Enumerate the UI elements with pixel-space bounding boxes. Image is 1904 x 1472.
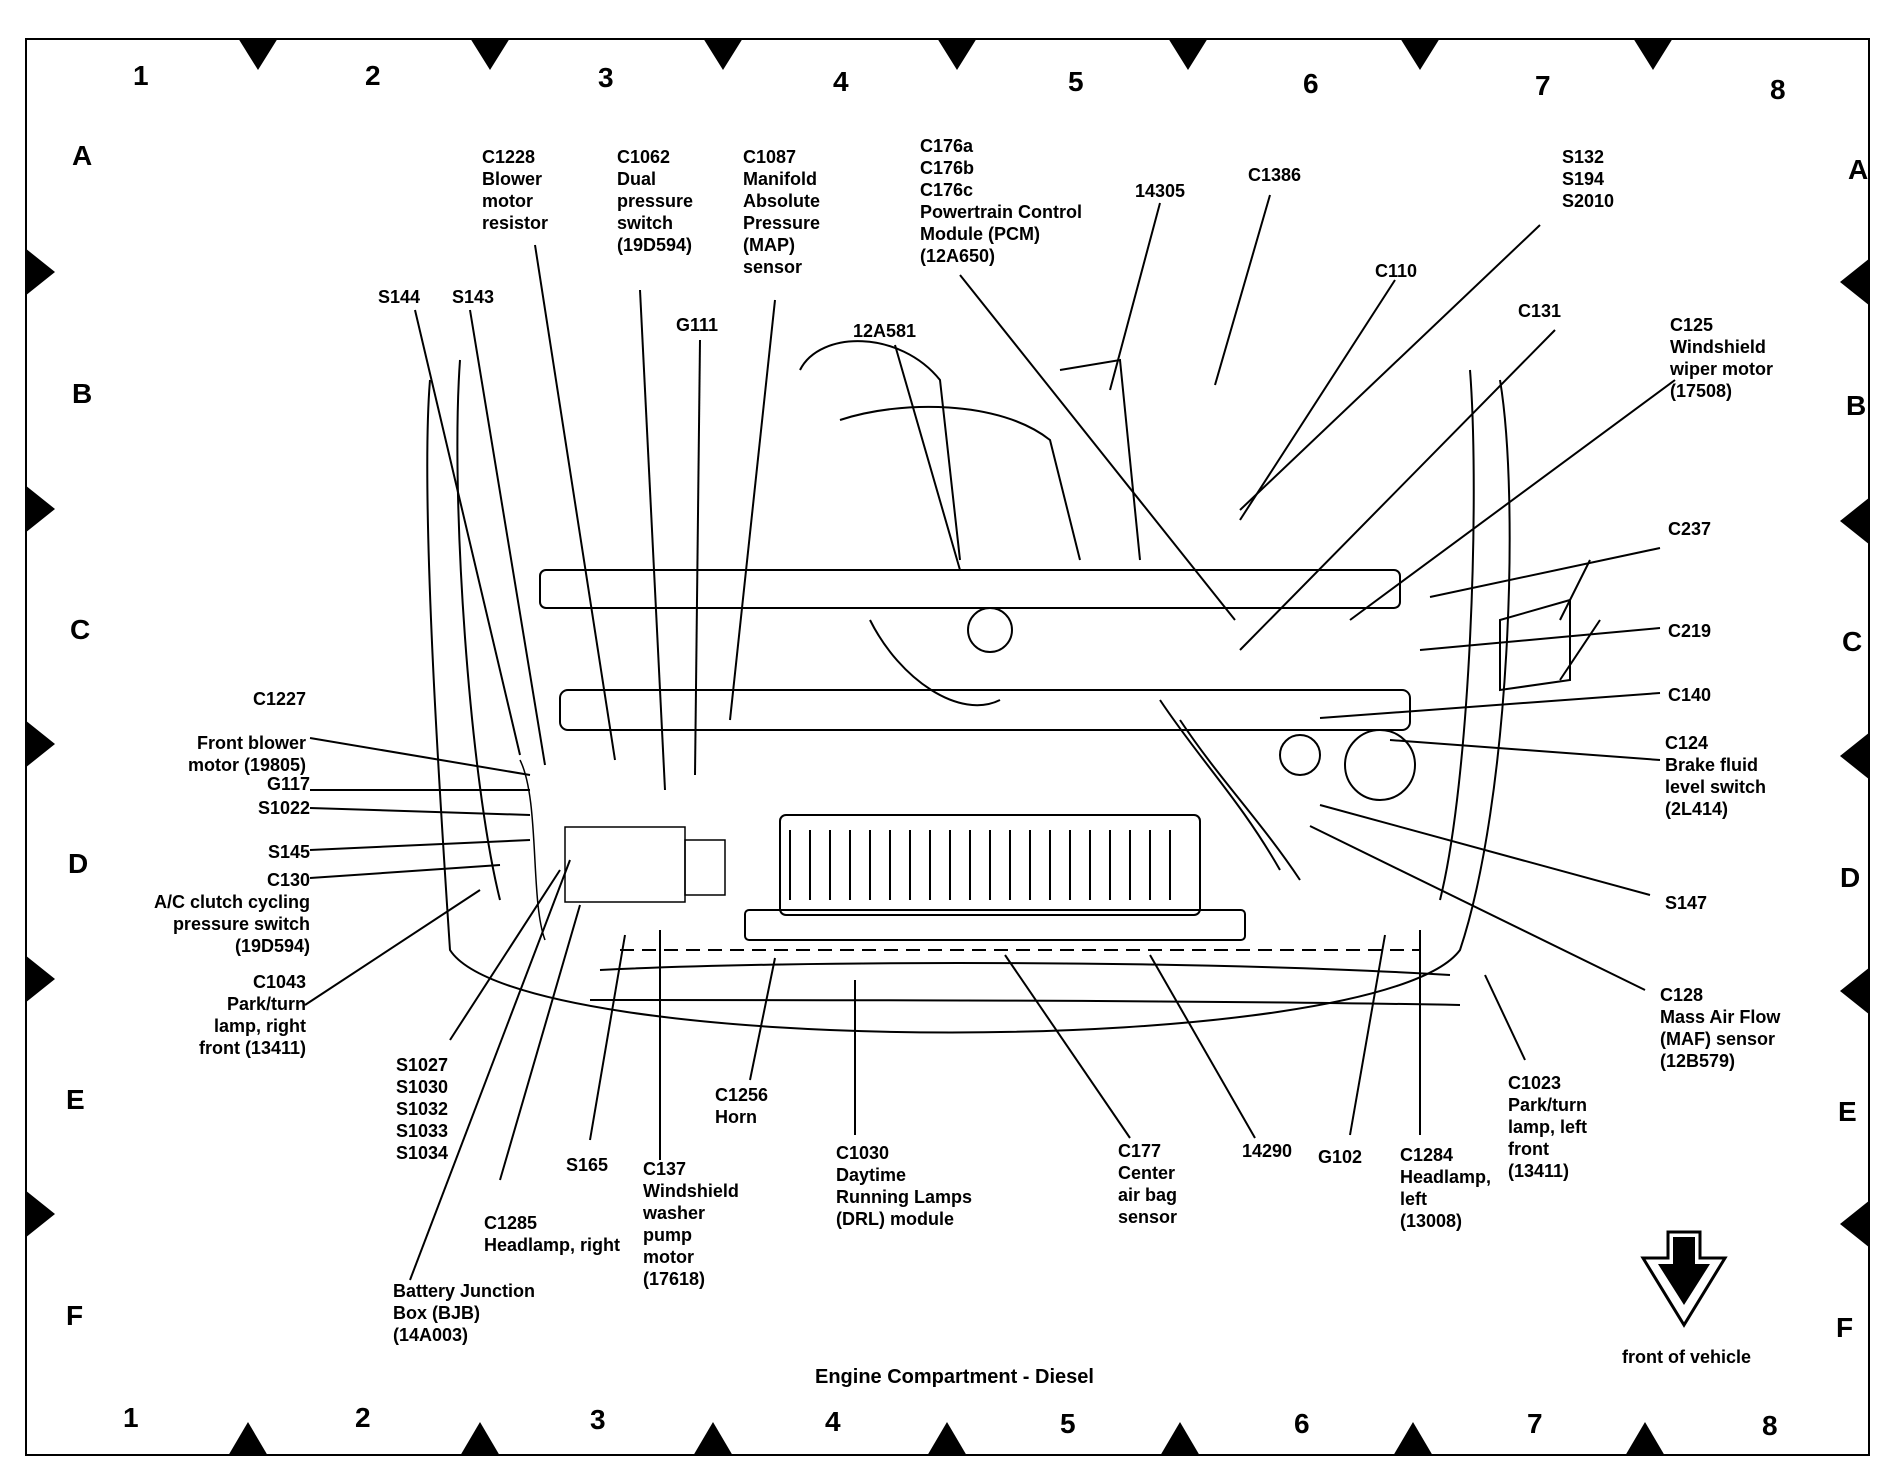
grid-row-left-c: C	[70, 614, 91, 645]
bjb-box	[519, 759, 726, 941]
grid-col-bottom-1: 1	[123, 1402, 139, 1433]
label-s165: S165	[566, 1155, 609, 1175]
grid-row-right-c: C	[1842, 626, 1863, 657]
grid-col-top-3: 3	[598, 62, 614, 93]
grid-row-right-e: E	[1838, 1096, 1857, 1127]
label-14305: 14305	[1135, 181, 1186, 201]
front-of-vehicle-label: front of vehicle	[1622, 1347, 1752, 1367]
label-c1228: C1228 Blower motor resistor	[482, 147, 549, 233]
label-c177: C177 Center air bag sensor	[1118, 1141, 1178, 1227]
grid-row-left-f: F	[66, 1300, 84, 1331]
grid-col-bottom-8: 8	[1762, 1410, 1778, 1441]
label-c1023: C1023 Park/turn lamp, left front (13411)	[1508, 1073, 1588, 1181]
label-c131: C131	[1518, 301, 1562, 321]
grid-col-bottom-6: 6	[1294, 1408, 1310, 1439]
grid-col-bottom-2: 2	[355, 1402, 371, 1433]
label-c137: C137 Windshield washer pump motor (17618…	[643, 1159, 739, 1289]
front-arrow-icon	[1640, 1230, 1728, 1328]
label-s144: S144	[378, 287, 421, 307]
label-s145: S145	[267, 842, 310, 862]
label-c128: C128 Mass Air Flow (MAF) sensor (12B579)	[1660, 985, 1781, 1071]
grid-col-bottom-7: 7	[1527, 1408, 1543, 1439]
label-c1030: C1030 Daytime Running Lamps (DRL) module	[836, 1143, 972, 1229]
grid-col-top-1: 1	[133, 60, 149, 91]
label-12a581: 12A581	[853, 321, 917, 341]
label-g111: G111	[676, 315, 719, 335]
grid-col-top-2: 2	[365, 60, 381, 91]
label-s143: S143	[452, 287, 495, 307]
label-bjb: Battery Junction Box (BJB) (14A003)	[393, 1281, 536, 1345]
leader-lines	[304, 194, 1676, 1281]
label-14290: 14290	[1242, 1141, 1293, 1161]
label-g102: G102	[1318, 1147, 1363, 1167]
grid-row-right-a: A	[1848, 154, 1869, 185]
grid-col-bottom-3: 3	[590, 1404, 606, 1435]
label-c1043: C1043 Park/turn lamp, right front (13411…	[198, 972, 306, 1058]
label-c1285: C1285 Headlamp, right	[484, 1213, 621, 1255]
grid-row-right-b: B	[1846, 390, 1867, 421]
label-c1062: C1062 Dual pressure switch (19D594)	[617, 147, 694, 255]
label-c140: C140	[1668, 685, 1712, 705]
diagram-caption: Engine Compartment - Diesel	[815, 1366, 1094, 1388]
grid-col-bottom-5: 5	[1060, 1408, 1076, 1439]
grid-col-top-5: 5	[1068, 66, 1084, 97]
label-s1022: S1022	[257, 798, 310, 818]
label-s132: S132 S194 S2010	[1562, 147, 1615, 211]
grid-markers	[25, 38, 1870, 1456]
label-s147: S147	[1665, 893, 1708, 913]
grid-row-right-d: D	[1840, 862, 1861, 893]
label-c124: C124 Brake fluid level switch (2L414)	[1665, 733, 1767, 819]
label-c130: C130 A/C clutch cycling pressure switch …	[153, 870, 310, 956]
grid-col-top-7: 7	[1535, 70, 1551, 101]
label-c176-pcm: C176a C176b C176c Powertrain Control Mod…	[920, 136, 1083, 266]
label-c1227: C1227 Front blower motor (19805)	[187, 689, 306, 775]
grid-col-top-6: 6	[1303, 68, 1319, 99]
vehicle-outline	[426, 340, 1601, 1034]
label-c110: C110	[1375, 261, 1418, 281]
label-c237: C237	[1668, 519, 1712, 539]
grid-row-left-e: E	[66, 1084, 85, 1115]
grid-row-left-d: D	[68, 848, 89, 879]
label-c1284: C1284 Headlamp, left (13008)	[1400, 1145, 1492, 1231]
grid-col-bottom-4: 4	[825, 1406, 841, 1437]
label-c1256: C1256 Horn	[715, 1085, 769, 1127]
label-c219: C219	[1668, 621, 1712, 641]
label-s1027-group: S1027 S1030 S1032 S1033 S1034	[396, 1055, 449, 1163]
label-c1386: C1386	[1248, 165, 1302, 185]
label-g117: G117	[266, 774, 310, 794]
grid-row-right-f: F	[1836, 1312, 1854, 1343]
label-c125: C125 Windshield wiper motor (17508)	[1670, 315, 1774, 401]
grid-row-left-b: B	[72, 378, 93, 409]
grid-col-top-4: 4	[833, 66, 849, 97]
grid-row-left-a: A	[72, 140, 93, 171]
grid-col-top-8: 8	[1770, 74, 1786, 105]
label-c1087: C1087 Manifold Absolute Pressure (MAP) s…	[743, 147, 821, 277]
